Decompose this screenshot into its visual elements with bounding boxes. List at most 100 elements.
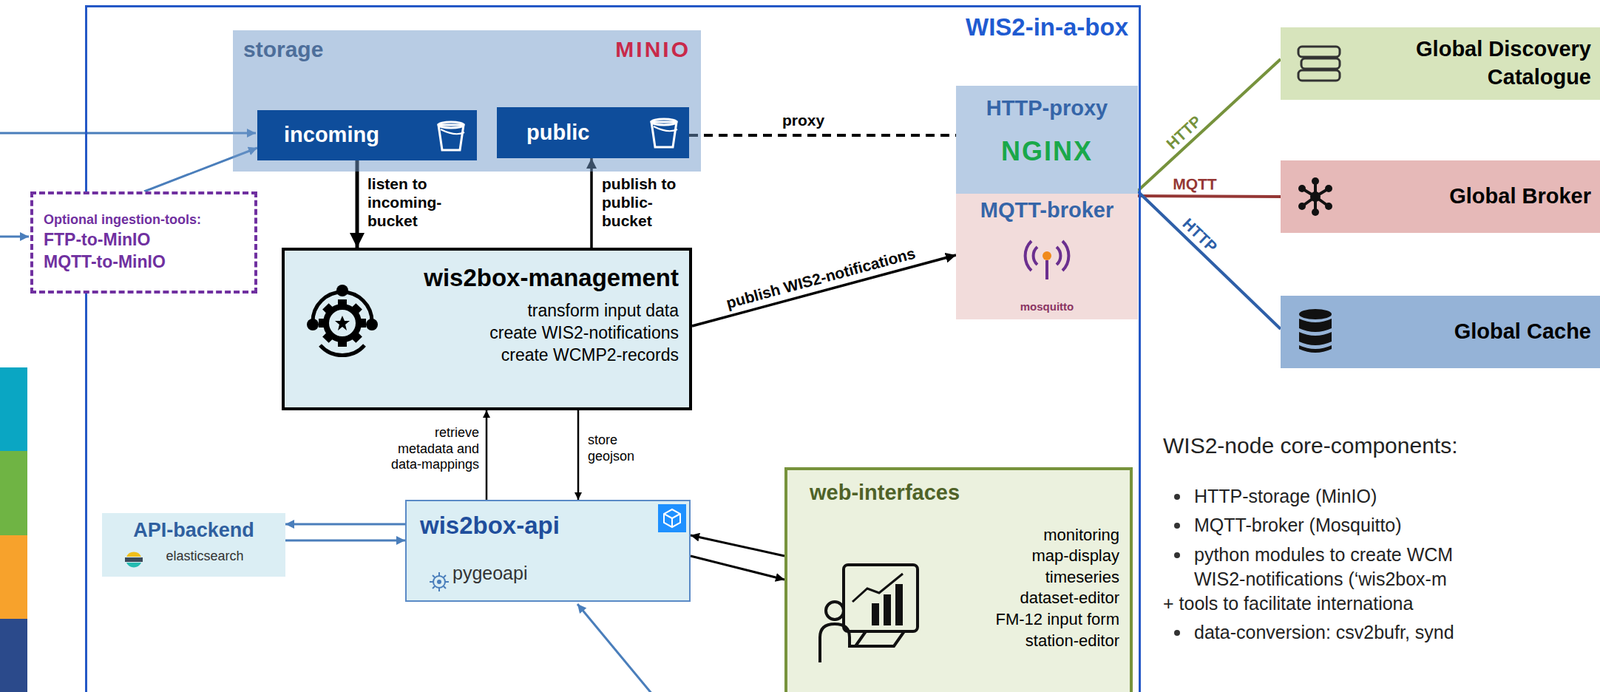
- input-arrow: [0, 132, 256, 135]
- database-icon-part: [1299, 345, 1332, 353]
- node-title: Optional ingestion-tools:: [43, 211, 202, 229]
- broker-icon-part: [1311, 208, 1320, 216]
- node-title: MQTT-broker: [980, 196, 1114, 225]
- pygeoapi-gear-part: [433, 575, 446, 588]
- list-heading: WIS2-node core-components:: [1163, 432, 1459, 460]
- node-title: public: [526, 119, 590, 148]
- edge-label: listen to incoming-bucket: [367, 174, 460, 231]
- node-text: pygeoapi: [419, 561, 528, 586]
- broker-icon-part: [1298, 202, 1306, 210]
- broker-box: MQTT-brokermosquitto: [956, 193, 1138, 320]
- node-text: create WCMP2-records: [501, 344, 679, 367]
- node-title: incoming: [283, 121, 380, 150]
- bullet: [1174, 522, 1181, 529]
- optional-tools-box: Optional ingestion-tools:FTP-to-MinIOMQT…: [30, 191, 258, 294]
- global-service-box: Global Broker: [1280, 160, 1600, 233]
- bullet: [1174, 629, 1181, 636]
- bucket-icon-part: [440, 129, 465, 134]
- node-text: monitoring: [1043, 524, 1120, 547]
- database-icon: [1296, 307, 1334, 355]
- bucket-box: incoming: [257, 110, 477, 161]
- bullet: [1174, 552, 1181, 559]
- catalogue-icon-part: [1298, 46, 1340, 57]
- connector: [590, 158, 593, 248]
- broker-icon-part: [1310, 191, 1321, 202]
- edge-label: store geojson: [587, 432, 655, 465]
- connector: [485, 410, 488, 500]
- global-service-box: Global Discovery Catalogue: [1280, 27, 1600, 100]
- node-title: web-interfaces: [809, 479, 960, 508]
- api-icon: [658, 504, 687, 533]
- color-strip: [0, 618, 28, 692]
- connector: [692, 255, 957, 327]
- node-title: storage: [243, 34, 324, 64]
- backend-box: API-backendelasticsearch: [102, 513, 286, 577]
- edge-label: retrieve metadata and data-mappings: [379, 425, 480, 474]
- web-interfaces-box: web-interfaces monitoringmap-displaytimes…: [784, 467, 1133, 692]
- node-text: station-editor: [1025, 630, 1120, 653]
- color-strip: [0, 451, 28, 536]
- gear-icon-part-part: [334, 315, 350, 331]
- connector: [690, 556, 785, 580]
- monitoring-icon-part: [843, 564, 918, 632]
- node-text: MINIO: [615, 34, 691, 64]
- list-item: data-conversion: csv2bufr, synd: [1194, 621, 1455, 644]
- connector: [689, 133, 957, 137]
- database-icon-part: [1299, 318, 1332, 332]
- node-text: MQTT-to-MinIO: [43, 251, 166, 274]
- connector: [690, 535, 785, 557]
- edge-label: publish WIS2-notifications: [723, 243, 917, 313]
- connector: [1137, 59, 1281, 191]
- list-item: + tools to facilitate internationa: [1163, 592, 1413, 615]
- database-icon-part: [1299, 309, 1332, 320]
- system-boundary: WIS2-in-a-boxstorageMINIOincomingpublic …: [85, 5, 1141, 692]
- input-arrow: [577, 604, 653, 692]
- global-service-box: Global Cache: [1280, 295, 1600, 369]
- monitoring-icon: [814, 558, 925, 670]
- node-text: NGINX: [1001, 134, 1093, 170]
- list-item: python modules to create WCM: [1194, 543, 1453, 566]
- api-box: wis2box-apipygeoapi: [405, 499, 691, 602]
- proxy-box: HTTP-proxyNGINX: [956, 85, 1138, 194]
- elasticsearch-logo-part: [126, 562, 142, 568]
- node-text: map-display: [1031, 545, 1120, 568]
- bullet: [1174, 493, 1181, 500]
- connector: [1137, 191, 1281, 330]
- api-icon-part: [658, 504, 687, 533]
- process-box: wis2box-managementtransform input datacr…: [281, 247, 693, 411]
- pygeoapi-gear-part: [429, 572, 449, 592]
- bucket-icon-part: [653, 126, 678, 131]
- broker-icon-part: [1324, 184, 1333, 193]
- bucket-box: public: [496, 107, 690, 159]
- catalogue-icon-part: [1298, 70, 1340, 81]
- color-strip: [0, 367, 28, 452]
- catalogue-icon: [1295, 40, 1343, 86]
- node-title: Global Cache: [1454, 317, 1592, 347]
- node-text: FM-12 input form: [995, 609, 1121, 631]
- monitoring-icon-part: [855, 631, 905, 647]
- connector: [577, 410, 580, 500]
- monitoring-icon-part: [895, 584, 903, 626]
- list-item: HTTP-storage (MinIO): [1194, 485, 1377, 508]
- input-arrow: [0, 235, 29, 239]
- list-item: WIS2-notifications (‘wis2box-m: [1194, 567, 1447, 591]
- node-title: Global Broker: [1449, 182, 1592, 211]
- broker-icon-part: [1324, 202, 1333, 210]
- broker-icon: [1295, 176, 1336, 217]
- elasticsearch-logo: [124, 550, 144, 570]
- edge-label: MQTT: [1172, 175, 1218, 194]
- node-text: timeseries: [1045, 567, 1120, 589]
- bucket-icon: [647, 116, 681, 151]
- bucket-icon: [434, 119, 468, 154]
- catalogue-icon-part: [1301, 58, 1340, 69]
- bucket-icon-part: [438, 121, 464, 128]
- database-icon-part: [1299, 331, 1332, 346]
- monitoring-icon-part: [819, 624, 886, 663]
- elasticsearch-logo-part: [126, 552, 142, 557]
- node-text: elasticsearch: [143, 547, 244, 565]
- monitoring-icon-part: [871, 603, 880, 626]
- pygeoapi-gear-part: [436, 579, 442, 585]
- gear-icon-part-part: [326, 306, 359, 340]
- mosquitto-icon: [1021, 232, 1073, 284]
